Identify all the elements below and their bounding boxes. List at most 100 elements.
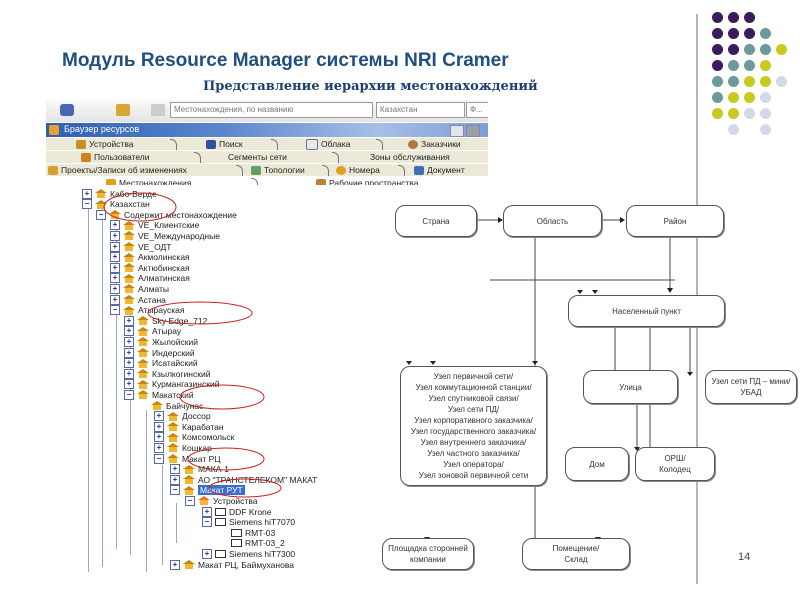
tab-locations[interactable]: Местонахождения <box>106 177 191 189</box>
tree-node[interactable]: +DDF Krone <box>202 506 272 517</box>
restore-button[interactable] <box>450 125 464 137</box>
expand-toggle-icon[interactable]: + <box>124 326 134 337</box>
expand-toggle-icon[interactable]: + <box>110 294 120 305</box>
tree-node[interactable]: +VE_Клиентские <box>110 220 199 231</box>
folder-icon[interactable] <box>116 104 130 116</box>
tree-node[interactable]: + Кзылкогинский <box>124 368 210 379</box>
expand-toggle-icon[interactable]: + <box>154 421 164 432</box>
tree-node[interactable]: +Исатайский <box>124 358 198 369</box>
tree-node[interactable]: −Макатский <box>124 389 194 400</box>
tree-node[interactable]: −Устройства <box>185 495 257 506</box>
expand-toggle-icon[interactable]: + <box>110 241 120 252</box>
expand-toggle-icon[interactable]: + <box>124 379 134 390</box>
tree-node[interactable]: +Кабо-Верде <box>82 188 157 199</box>
tree-node[interactable]: RMT-03_2 <box>218 538 285 549</box>
expand-toggle-icon[interactable]: + <box>110 252 120 263</box>
minimize-button[interactable] <box>466 125 480 137</box>
slide-title: Модуль Resource Manager системы NRI Cram… <box>62 50 509 71</box>
tab-network-segments[interactable]: Сегменты сети <box>228 152 287 162</box>
tab-service-zones[interactable]: Зоны обслуживания <box>370 152 450 162</box>
tree-node[interactable]: +Алматинская <box>110 273 190 284</box>
collapse-toggle-icon[interactable]: − <box>96 209 106 220</box>
grid-icon[interactable] <box>151 104 165 116</box>
collapse-toggle-icon[interactable]: − <box>124 389 134 400</box>
collapse-toggle-icon[interactable]: − <box>82 199 92 210</box>
tree-node[interactable]: +Акмолинская <box>110 252 190 263</box>
tab-devices[interactable]: Устройства <box>76 138 133 150</box>
expand-toggle-icon[interactable]: + <box>124 358 134 369</box>
expand-toggle-icon[interactable]: + <box>202 506 212 517</box>
tree-node[interactable]: −Содержит местонахождение <box>96 209 237 220</box>
expand-toggle-icon[interactable]: + <box>170 464 180 475</box>
collapse-toggle-icon[interactable]: − <box>185 495 195 506</box>
tree-node[interactable]: +Курмангазинский <box>124 379 219 390</box>
tree-node[interactable]: +Астана <box>110 294 166 305</box>
expand-toggle-icon[interactable]: + <box>170 474 180 485</box>
back-arrow-icon[interactable] <box>60 104 74 116</box>
tab-documents[interactable]: Документ <box>414 164 465 176</box>
tab-search[interactable]: Поиск <box>206 138 243 150</box>
expand-toggle-icon[interactable]: + <box>154 432 164 443</box>
collapse-toggle-icon[interactable]: − <box>202 517 212 528</box>
tree-node[interactable]: RMT-03 <box>218 527 275 538</box>
tree-node[interactable]: +Доссор <box>154 411 211 422</box>
tab-users[interactable]: Пользователи <box>81 151 149 163</box>
tree-node[interactable]: +Индерский <box>124 347 195 358</box>
house-icon <box>183 475 195 485</box>
tree-node[interactable]: +Кошкар <box>154 442 212 453</box>
tree-node[interactable]: −Макат РЦ <box>154 453 221 464</box>
tree-node[interactable]: +Актюбинская <box>110 262 190 273</box>
tab-workspaces[interactable]: Рабочие пространства <box>316 177 418 189</box>
tree-node[interactable]: +Макат РЦ, Баймуханова <box>170 559 294 570</box>
tree-node-label: Siemens hiT7070 <box>229 517 296 528</box>
tab-projects[interactable]: Проекты/Записи об изменениях <box>48 164 187 176</box>
tab-separator <box>170 139 177 150</box>
tree-node[interactable]: +Алматы <box>110 283 169 294</box>
expand-toggle-icon[interactable]: + <box>124 336 134 347</box>
expand-toggle-icon[interactable]: + <box>124 347 134 358</box>
expand-toggle-icon[interactable]: + <box>110 220 120 231</box>
search-value-field[interactable]: Казахстан <box>376 102 465 118</box>
tree-node[interactable]: +Атырау <box>124 326 181 337</box>
expand-toggle-icon[interactable]: + <box>110 262 120 273</box>
tree-node[interactable]: Байчунас <box>138 400 203 411</box>
house-icon <box>167 411 179 421</box>
tree-node[interactable]: −Макат РУТ <box>170 485 245 496</box>
tree-node[interactable]: −Казахстан <box>82 199 150 210</box>
tree-node[interactable]: +Sky Edge_712 <box>124 315 207 326</box>
tab-topologies[interactable]: Топологии <box>251 164 305 176</box>
expand-toggle-icon[interactable]: + <box>110 283 120 294</box>
expand-toggle-icon[interactable]: + <box>154 411 164 422</box>
search-type-field[interactable]: Местонахождения, по названию <box>170 102 373 118</box>
expand-toggle-icon[interactable]: + <box>202 548 212 559</box>
tab-customers[interactable]: Заказчики <box>408 138 461 150</box>
expand-toggle-icon[interactable]: + <box>110 273 120 284</box>
tree-node[interactable]: −Атырауская <box>110 305 184 316</box>
expand-toggle-icon[interactable]: + <box>124 315 134 326</box>
expand-toggle-icon[interactable]: + <box>82 188 92 199</box>
expand-toggle-icon[interactable]: + <box>154 442 164 453</box>
decor-dot <box>744 12 755 23</box>
tree-node[interactable]: +Siemens hiT7300 <box>202 548 295 559</box>
tree-node[interactable]: +Жылойский <box>124 336 198 347</box>
tree-node[interactable]: +Комсомольск <box>154 432 234 443</box>
tree-node[interactable]: +АО "ТРАНСТЕЛЕКОМ" МАКАТ <box>170 474 317 485</box>
tree-node[interactable]: +Карабатан <box>154 421 224 432</box>
expand-toggle-icon[interactable]: + <box>124 368 134 379</box>
tree-node-label: Кзылкогинский <box>152 368 211 379</box>
tree-node[interactable]: +VE_Международные <box>110 230 220 241</box>
expand-toggle-icon[interactable]: + <box>110 230 120 241</box>
tab-clouds[interactable]: Облака <box>306 138 350 150</box>
node-region: Область <box>503 205 602 237</box>
collapse-toggle-icon[interactable]: − <box>154 453 164 464</box>
tab-numbers[interactable]: Номера <box>336 164 380 176</box>
tree-node[interactable]: +МАКА-1 <box>170 464 229 475</box>
device-icon <box>231 539 242 548</box>
tree-node[interactable]: − Siemens hiT7070 <box>202 517 295 528</box>
collapse-toggle-icon[interactable]: − <box>170 485 180 496</box>
house-icon <box>137 348 149 357</box>
collapse-toggle-icon[interactable]: − <box>110 305 120 316</box>
expand-toggle-icon[interactable]: + <box>170 559 180 570</box>
search-extra-field[interactable]: Ф... <box>466 102 488 118</box>
tree-node[interactable]: +VE_ОДТ <box>110 241 171 252</box>
